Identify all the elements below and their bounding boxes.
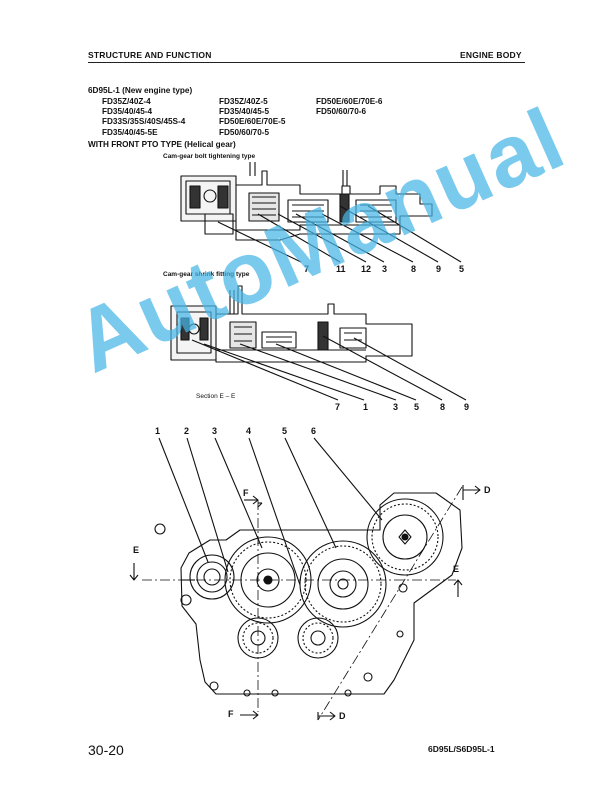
figure1-caption: Cam-gear bolt tightening type (163, 153, 256, 160)
figure2-label: 1 (363, 402, 369, 412)
footer-model: 6D95L/S6D95L-1 (428, 744, 495, 754)
figure1-label: 5 (459, 264, 465, 274)
section-mark-d-bottom: D (339, 711, 346, 721)
engine-type-heading: 6D95L-1 (New engine type) (88, 86, 193, 95)
section-mark-f-top: F (243, 488, 249, 498)
model-entry: FD35Z/40Z-5 (219, 97, 268, 106)
model-entry: FD35Z/40Z-4 (102, 97, 151, 106)
figure1-label: 3 (382, 264, 388, 274)
figure1-label: 9 (436, 264, 442, 274)
figure2-label: 7 (335, 402, 341, 412)
model-entry: FD35/40/45-5 (219, 107, 270, 117)
pto-type-heading: WITH FRONT PTO TYPE (Helical gear) (88, 140, 236, 149)
figure1-label: 7 (304, 264, 310, 274)
figure3-callout: 2 (184, 426, 190, 436)
model-entry: FD35/40/45-5E (102, 127, 158, 137)
section-mark-e-right: E (453, 564, 460, 574)
section-mark-f-bottom: F (228, 709, 234, 719)
model-column-2: FD35Z/40Z-5 FD35/40/45-5 FD50E/60E/70E-5… (219, 97, 285, 138)
model-entry: FD50/60/70-5 (219, 127, 270, 137)
model-column-3: FD50E/60E/70E-6 FD50/60/70-6 (316, 97, 382, 117)
page-number: 30-20 (88, 742, 124, 758)
figure1-label: 11 (336, 264, 346, 274)
figure1-label: 8 (411, 264, 417, 274)
model-entry: FD35/40/45-4 (102, 107, 153, 117)
model-entry: FD50/60/70-6 (316, 107, 367, 117)
figure3-callout: 3 (212, 426, 218, 436)
figure1-label: 12 (361, 264, 372, 274)
figure2-label: 9 (464, 402, 470, 412)
figure3-callout: 4 (246, 426, 252, 436)
figure3-callout: 6 (311, 426, 317, 436)
figure3-callout: 1 (155, 426, 161, 436)
section-mark-d-top: D (484, 485, 491, 495)
figure2-caption: Cam-gear shrink fitting type (163, 271, 250, 278)
model-entry: FD33S/35S/40S/45S-4 (102, 117, 186, 127)
figure2-drawing (170, 285, 467, 401)
model-entry: FD50E/60E/70E-5 (219, 117, 286, 127)
figure3-callout: 5 (282, 426, 288, 436)
figure3-drawing (129, 437, 481, 721)
chapter-title: ENGINE BODY (460, 50, 522, 60)
model-entry: FD50E/60E/70E-6 (316, 97, 383, 106)
figure2-label: 5 (414, 402, 420, 412)
figure1-drawing (180, 162, 462, 263)
section-mark-e-left: E (133, 545, 140, 555)
header-rule (88, 62, 525, 63)
figure2-label: 3 (393, 402, 399, 412)
figure2-label: 8 (440, 402, 446, 412)
model-column-1: FD35Z/40Z-4 FD35/40/45-4 FD33S/35S/40S/4… (102, 97, 185, 138)
section-title: STRUCTURE AND FUNCTION (88, 50, 212, 60)
figure3-caption: Section E – E (196, 393, 236, 400)
